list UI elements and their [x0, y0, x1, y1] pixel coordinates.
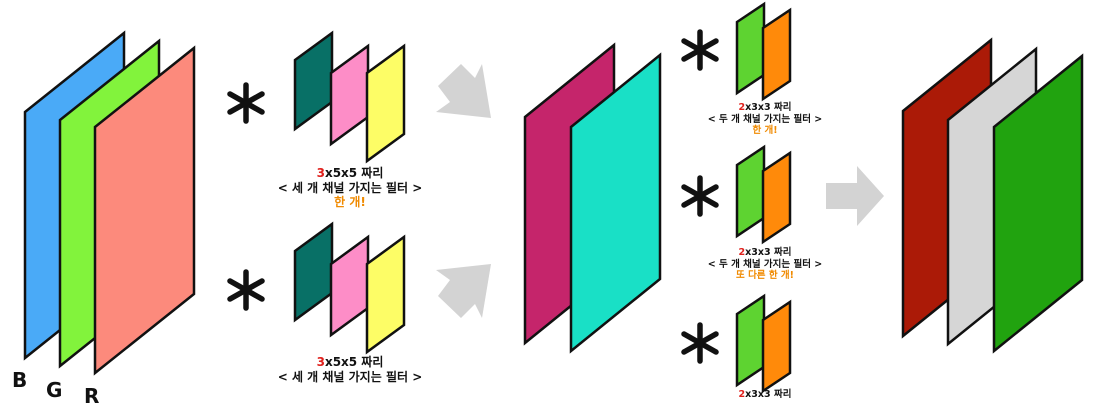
filter-3x3-third [735, 293, 792, 394]
filter-3x3-first [735, 1, 792, 102]
filter-3x3-third-caption: 2x3x3 짜리 [680, 389, 850, 401]
filter-note: 한 개! [752, 125, 778, 137]
filter-channel-1 [735, 293, 766, 388]
output-map-3 [992, 53, 1084, 354]
filter-channel-count: 2 [738, 247, 746, 258]
input-channel-r [93, 45, 196, 376]
filter-channel-count: 3 [316, 355, 325, 369]
filter-size: x3x3 짜리 [745, 247, 792, 258]
convolution-operator-icon [684, 325, 716, 361]
arrow-icon [826, 166, 884, 226]
filter-channel-3 [365, 43, 406, 164]
filter-channel-1 [293, 30, 334, 132]
arrow-icon [436, 264, 491, 318]
convolution-operator-icon [230, 85, 262, 121]
filter-channel-2 [761, 299, 792, 394]
arrow-icon [436, 64, 491, 118]
channel-label-b: B [12, 368, 28, 392]
filter-channel-count: 2 [738, 102, 746, 113]
filter-size: x3x3 짜리 [745, 389, 792, 400]
filter-size: x5x5 짜리 [324, 166, 384, 180]
channel-label-r: R [84, 384, 100, 408]
filter-size: x3x3 짜리 [745, 102, 792, 113]
filter-3x3-first-caption: 2x3x3 짜리 < 두 개 채널 가지는 필터 > 한 개! [680, 102, 850, 137]
filter-channel-3 [365, 234, 406, 355]
filter-3x3-second [735, 144, 792, 245]
filter-description: < 두 개 채널 가지는 필터 > [707, 258, 823, 270]
filter-channel-count: 2 [738, 389, 746, 400]
filter-note: 한 개! [334, 195, 366, 210]
convolution-operator-icon [684, 32, 716, 68]
filter-5x5-bottom [293, 221, 406, 355]
filter-channel-2 [329, 43, 370, 147]
filter-channel-2 [761, 150, 792, 245]
filter-size: x5x5 짜리 [324, 355, 384, 369]
filter-note: 또 다른 한 개! [736, 270, 794, 282]
filter-channel-1 [293, 221, 334, 323]
filter-5x5-top [293, 30, 406, 164]
filter-5x5-bottom-caption: 3x5x5 짜리 < 세 개 채널 가지는 필터 > [250, 355, 450, 384]
output-feature-maps [901, 37, 1084, 354]
feature-map-2 [569, 52, 662, 354]
filter-description: < 세 개 채널 가지는 필터 > [277, 369, 423, 384]
filter-channel-1 [735, 144, 766, 239]
intermediate-feature-maps [523, 42, 662, 354]
convolution-operator-icon [684, 178, 716, 214]
filter-channel-2 [329, 234, 370, 338]
input-image [23, 30, 196, 376]
filter-channel-count: 3 [316, 166, 325, 180]
filter-channel-2 [761, 7, 792, 102]
filter-5x5-top-caption: 3x5x5 짜리 < 세 개 채널 가지는 필터 > 한 개! [250, 166, 450, 210]
filter-channel-1 [735, 1, 766, 96]
channel-label-g: G [46, 378, 63, 402]
convolution-operator-icon [230, 272, 262, 308]
filter-description: < 세 개 채널 가지는 필터 > [277, 180, 423, 195]
filter-3x3-second-caption: 2x3x3 짜리 < 두 개 채널 가지는 필터 > 또 다른 한 개! [680, 247, 850, 282]
filter-description: < 두 개 채널 가지는 필터 > [707, 113, 823, 125]
